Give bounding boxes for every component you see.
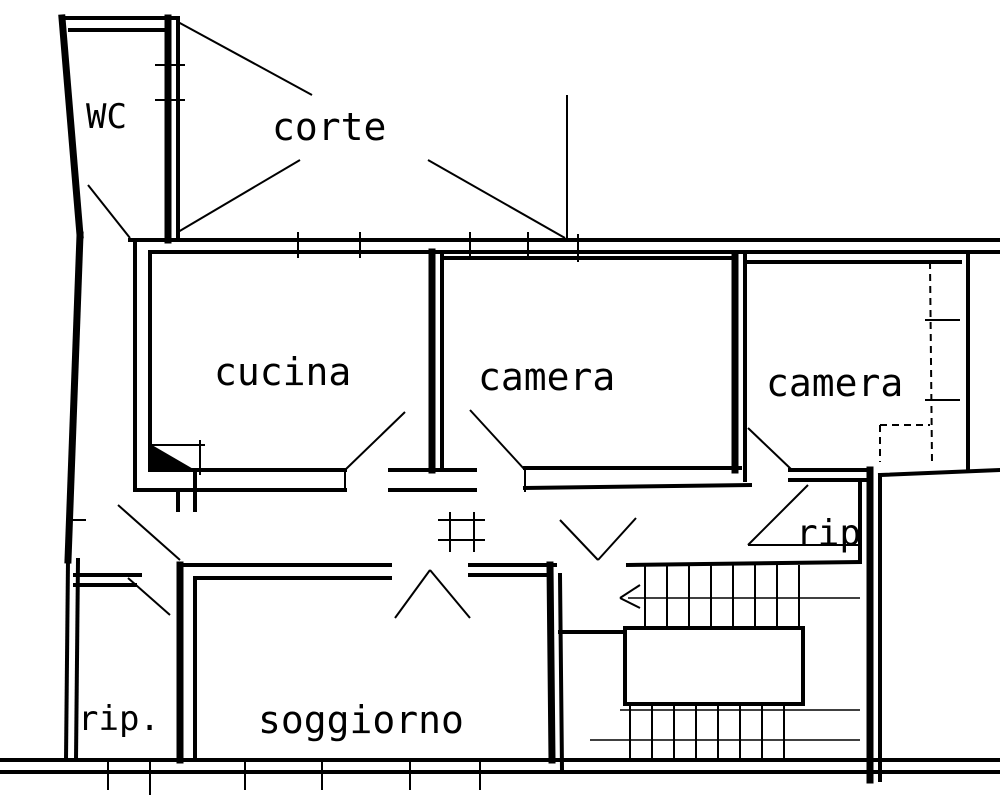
outer-walls (0, 14, 1000, 784)
label-rip-2: rip. (78, 699, 160, 739)
label-cucina: cucina (214, 350, 351, 394)
kitchen-fixture (152, 445, 195, 470)
dashed-partitions (879, 261, 933, 463)
label-camera-1: camera (478, 355, 615, 399)
corte-leaders (177, 21, 568, 240)
doors (87, 184, 860, 619)
label-camera-2: camera (766, 361, 903, 405)
label-corte: corte (272, 105, 386, 149)
interior-walls (73, 238, 962, 773)
room-labels: WC corte cucina camera camera rip rip. s… (78, 97, 903, 742)
label-wc: WC (86, 97, 127, 137)
label-rip-1: rip (796, 513, 861, 554)
label-soggiorno: soggiorno (258, 698, 464, 742)
staircase (590, 565, 860, 760)
window-ticks (70, 64, 960, 795)
